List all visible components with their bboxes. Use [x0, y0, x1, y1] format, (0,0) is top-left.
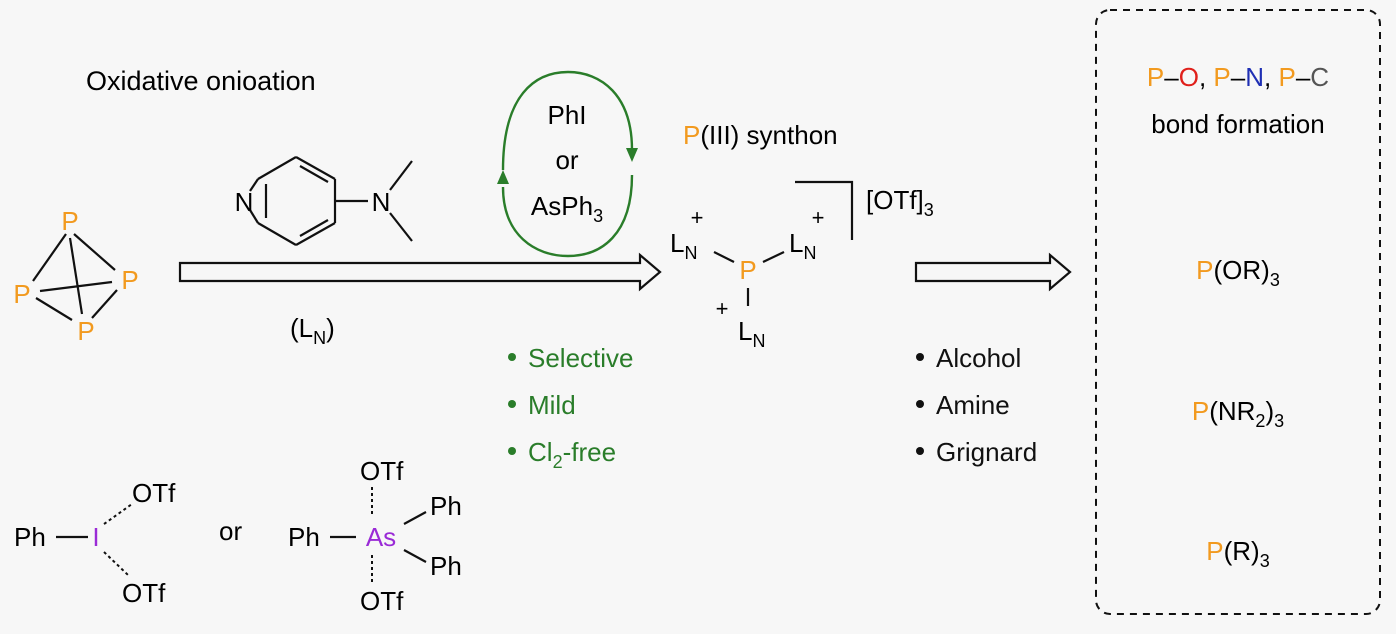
charge-left: + [691, 205, 704, 230]
i-otf-dotted-bond-bottom [103, 551, 129, 576]
bullet [916, 353, 924, 361]
dmap-ring-n: N [235, 187, 254, 217]
products-heading-bonds: P–O, P–N, P–C [1147, 62, 1329, 92]
ligand-left: LN [670, 228, 697, 263]
arsenic-otf-bottom: OTf [360, 586, 404, 616]
i-otf-dotted-bond-top [103, 503, 133, 525]
nucleophile-list: Alcohol Amine Grignard [916, 343, 1037, 467]
synthon: P(III) synthon [OTf]3 P + LN + LN + LN [670, 120, 934, 351]
p4-atom-right: P [121, 265, 138, 295]
catalyst-phi: PhI [547, 100, 586, 130]
cycle-arrowhead-up [497, 170, 509, 184]
dmap-structure: N N [235, 156, 413, 246]
arsenic-oxidant: Ph As OTf OTf Ph Ph [288, 456, 462, 616]
bullet [916, 447, 924, 455]
arsenic-otf-top: OTf [360, 456, 404, 486]
iodine-ph: Ph [14, 522, 46, 552]
products-dashed-border [1095, 9, 1381, 615]
second-reaction-arrow [914, 252, 1072, 292]
charge-right: + [812, 205, 825, 230]
conditions-list: Selective Mild Cl2-free [508, 343, 634, 472]
oxidant-or: or [219, 516, 242, 546]
scheme-title: Oxidative onioation [86, 66, 316, 96]
product-phosphorus-triamide: P(NR2)3 [1192, 396, 1284, 431]
nucleophile-amine: Amine [936, 390, 1010, 420]
bullet [508, 353, 516, 361]
nucleophile-alcohol: Alcohol [936, 343, 1021, 373]
catalyst-cycle: PhI or AsPh3 [497, 70, 638, 258]
iodine-otf-bottom: OTf [122, 578, 166, 608]
p4-bonds [32, 233, 118, 321]
dmap-bonds [249, 156, 413, 246]
dmap-amine-n: N [372, 187, 391, 217]
synthon-counterion: [OTf]3 [866, 185, 934, 220]
p4-atom-bottom: P [77, 316, 94, 346]
as-ph-bond-upper [403, 511, 427, 525]
iodine-otf-top: OTf [132, 478, 176, 508]
product-phosphite: P(OR)3 [1196, 255, 1280, 290]
cycle-arrowhead-down [626, 148, 638, 162]
nucleophile-grignard: Grignard [936, 437, 1037, 467]
product-phosphine: P(R)3 [1206, 536, 1269, 571]
ligand-right: LN [789, 228, 816, 263]
arsenic-ph-lower: Ph [430, 551, 462, 581]
main-reaction-arrow [178, 252, 662, 292]
products-box: P–O, P–N, P–C bond formation P(OR)3 P(NR… [1095, 9, 1381, 615]
bullet [508, 447, 516, 455]
products-heading-formation: bond formation [1151, 109, 1324, 139]
synthon-bonds [713, 251, 785, 306]
bullet [916, 400, 924, 408]
iodine-atom: I [92, 522, 99, 552]
synthon-bracket [795, 180, 854, 240]
as-ph-bond-lower [403, 549, 427, 563]
ligand-bottom: LN [738, 316, 765, 351]
arsenic-atom: As [366, 522, 396, 552]
bullet [508, 400, 516, 408]
catalyst-or: or [555, 145, 578, 175]
cycle-lower-arc [501, 174, 634, 258]
catalyst-asph3: AsPh3 [531, 191, 603, 226]
condition-cl2-free: Cl2-free [528, 437, 616, 472]
charge-bottom: + [716, 296, 729, 321]
arsenic-ph-left: Ph [288, 522, 320, 552]
condition-mild: Mild [528, 390, 576, 420]
arsenic-ph-upper: Ph [430, 491, 462, 521]
p4-tetrahedron: P P P P [13, 206, 138, 346]
ligand-label: (LN) [290, 313, 335, 348]
synthon-title: P(III) synthon [683, 120, 838, 150]
condition-selective: Selective [528, 343, 634, 373]
synthon-center-p: P [739, 255, 756, 285]
p4-atom-left: P [13, 279, 30, 309]
iodine-oxidant: Ph I OTf OTf [14, 478, 176, 608]
cycle-upper-arc [501, 70, 634, 171]
p4-atom-top: P [61, 206, 78, 236]
